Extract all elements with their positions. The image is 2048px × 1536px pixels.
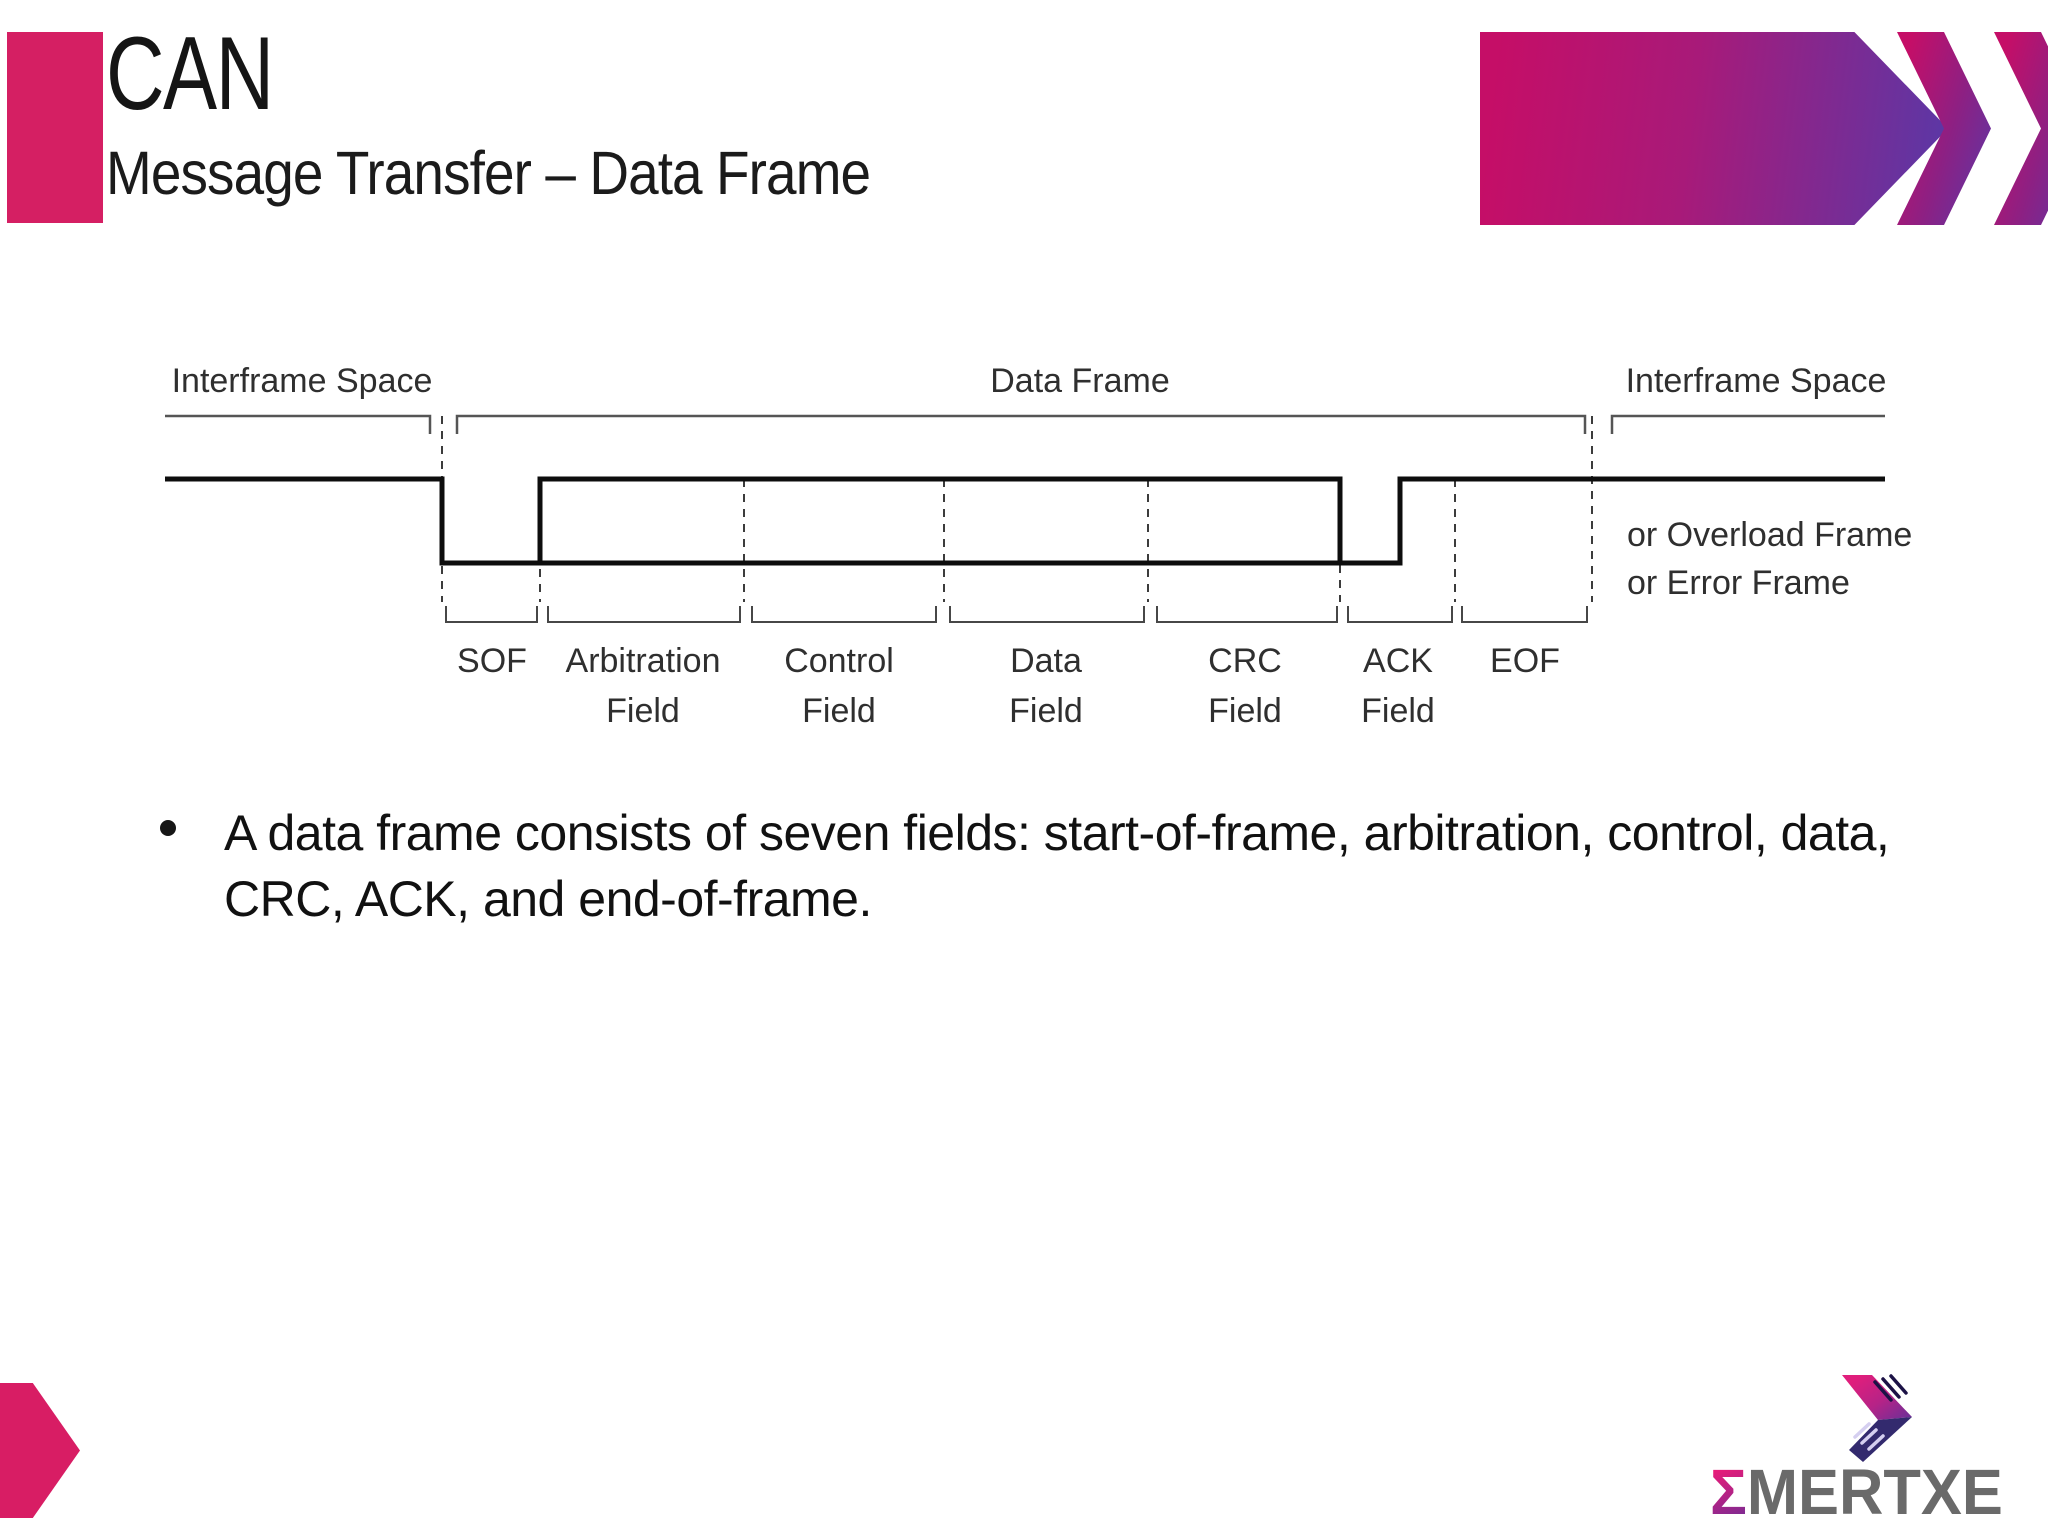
label-field-ack-2: Field — [1361, 692, 1435, 730]
label-field-ack: ACK — [1363, 642, 1433, 680]
title-accent-bar — [7, 32, 103, 223]
label-field-crc-2: Field — [1208, 692, 1282, 730]
label-field-control: Control — [784, 642, 894, 680]
header-arrow-graphic — [1480, 32, 1948, 225]
logo-wordmark-text: MERTXE — [1746, 1456, 2003, 1528]
field-boundary-dashes — [441, 416, 1593, 602]
emertxe-logo: ΣMERTXE — [1700, 1360, 2048, 1530]
can-data-frame-diagram: Interframe Space Data Frame Interframe S… — [165, 362, 1912, 730]
span-brackets — [165, 414, 1885, 434]
label-field-arbitration: Arbitration — [566, 642, 721, 680]
slide-title: CAN — [106, 16, 274, 132]
field-brackets — [445, 606, 1588, 623]
bullet-text: A data frame consists of seven fields: s… — [224, 805, 1890, 927]
emertxe-logo-arrow-icon — [1842, 1374, 1912, 1462]
label-interframe-space-left: Interframe Space — [172, 362, 433, 400]
footer-corner-arrow — [0, 1383, 80, 1518]
slide-subtitle: Message Transfer – Data Frame — [106, 139, 871, 207]
note-overload-frame: or Overload Frame — [1627, 516, 1912, 554]
logo-sigma-glyph: Σ — [1710, 1456, 1747, 1528]
header-chevron-icon-2 — [1994, 32, 2048, 225]
emertxe-wordmark: ΣMERTXE — [1710, 1455, 2003, 1529]
label-data-frame: Data Frame — [990, 362, 1170, 400]
label-field-data: Data — [1010, 642, 1082, 680]
label-field-data-2: Field — [1009, 692, 1083, 730]
label-field-eof: EOF — [1490, 642, 1560, 680]
label-field-arbitration-2: Field — [606, 692, 680, 730]
note-error-frame: or Error Frame — [1627, 564, 1850, 602]
signal-waveform — [165, 476, 1885, 566]
label-interframe-space-right: Interframe Space — [1626, 362, 1887, 400]
bullet-marker — [160, 820, 176, 836]
label-field-sof: SOF — [457, 642, 527, 680]
label-field-crc: CRC — [1208, 642, 1282, 680]
label-field-control-2: Field — [802, 692, 876, 730]
